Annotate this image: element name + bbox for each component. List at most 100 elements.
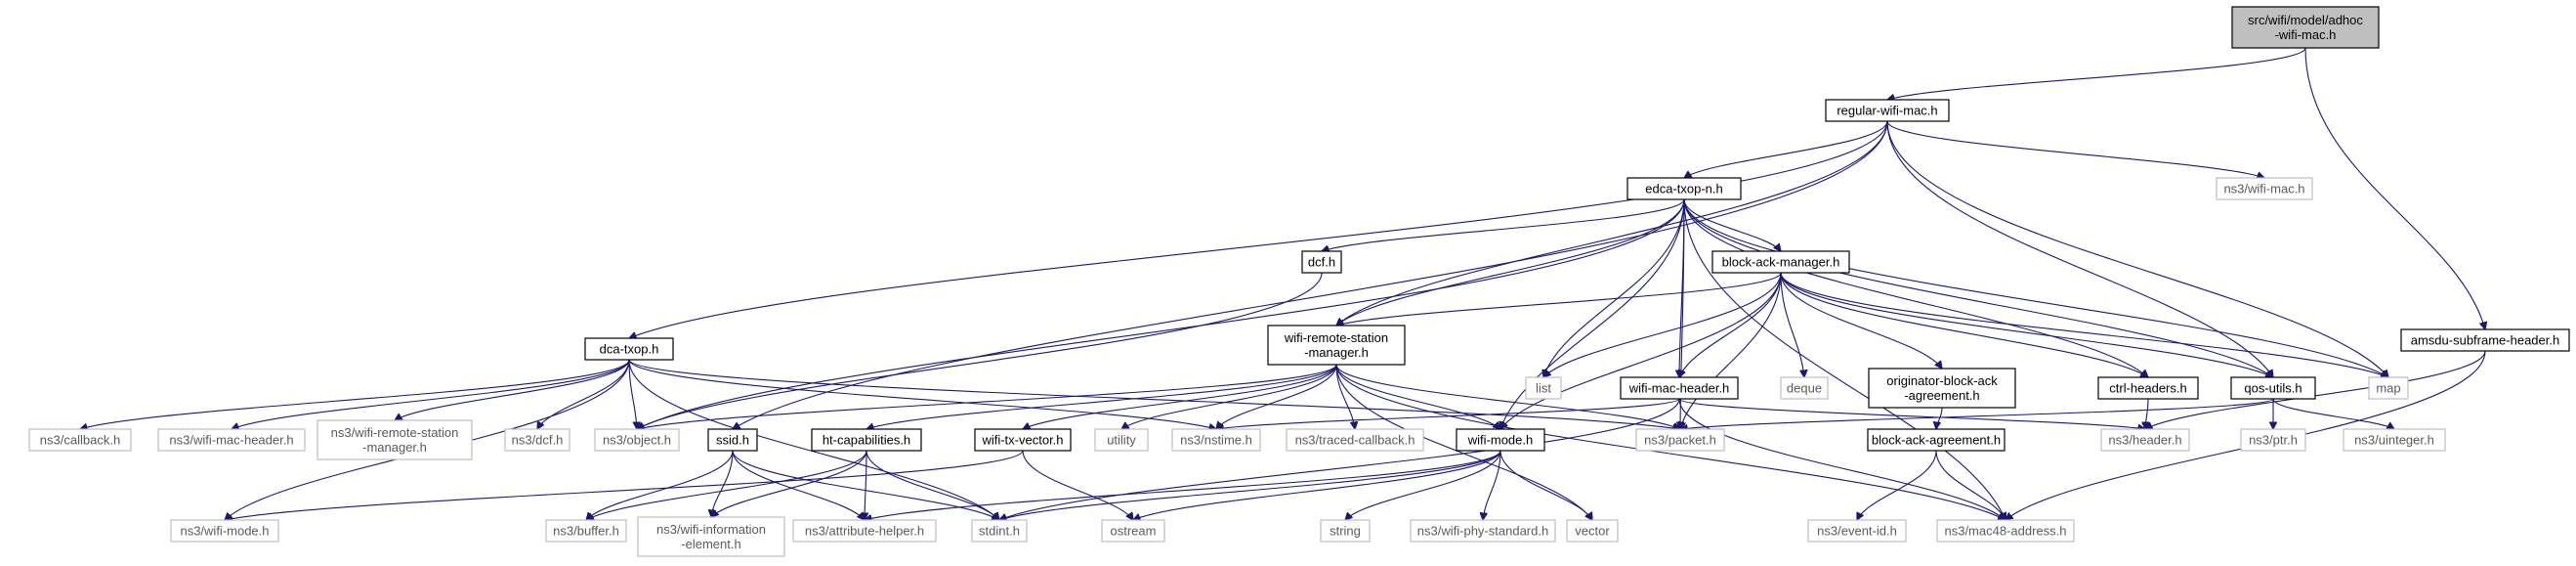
- node-qos[interactable]: qos-utils.h: [2230, 376, 2316, 400]
- node-list-label: list: [1536, 381, 1551, 396]
- node-baa-box[interactable]: [1867, 428, 2006, 452]
- edge-edca-to-map: [1683, 198, 2388, 377]
- edge-bam-to-wrsm: [1336, 272, 1782, 326]
- node-root-box[interactable]: [2231, 6, 2380, 49]
- node-nswrsm-label: ns3/wifi-remote-station-manager.h: [331, 425, 459, 455]
- edge-ctrl-to-nsheader: [2145, 398, 2148, 429]
- node-ssid-box[interactable]: [707, 428, 758, 452]
- node-nsptr: ns3/ptr.h: [2240, 428, 2306, 452]
- node-nsheader: ns3/header.h: [2100, 428, 2190, 452]
- edge-wrsm-to-nstraced: [1335, 364, 1355, 429]
- node-ctrl-box[interactable]: [2097, 376, 2199, 400]
- edge-wrsm-to-vector: [1335, 364, 1592, 520]
- node-nstraced: ns3/traced-callback.h: [1286, 428, 1424, 452]
- node-ctrl-label: ctrl-headers.h: [2109, 381, 2186, 396]
- edge-edca-to-wrsm: [1336, 198, 1685, 326]
- node-ssid[interactable]: ssid.h: [707, 428, 758, 452]
- node-wtv[interactable]: wifi-tx-vector.h: [974, 428, 1072, 452]
- node-nscallback-box: [28, 428, 132, 452]
- node-dca-box[interactable]: [584, 337, 674, 361]
- edge-dca-to-nswrsm: [395, 359, 630, 420]
- node-wrsm[interactable]: wifi-remote-station-manager.h: [1267, 325, 1406, 366]
- node-amsdu[interactable]: amsdu-subframe-header.h: [2400, 328, 2570, 352]
- node-bam[interactable]: block-ack-manager.h: [1711, 250, 1850, 274]
- node-wmh-box[interactable]: [1620, 376, 1739, 400]
- edge-htcap-to-nsbuffer: [586, 450, 867, 520]
- node-vector-box: [1566, 519, 1619, 543]
- edge-wtv-to-ostream: [1022, 450, 1133, 520]
- node-regular[interactable]: regular-wifi-mac.h: [1825, 99, 1950, 122]
- node-wmh-label: wifi-mac-header.h: [1628, 381, 1730, 396]
- node-wifimode-box[interactable]: [1456, 428, 1545, 452]
- edge-regular-to-qos: [1886, 120, 2273, 377]
- node-dcf[interactable]: dcf.h: [1301, 250, 1342, 274]
- edge-bam-to-list: [1543, 272, 1782, 377]
- edge-htcap-to-stdint: [866, 450, 999, 520]
- node-wmh[interactable]: wifi-mac-header.h: [1620, 376, 1739, 400]
- node-nsbuffer-box: [545, 519, 627, 543]
- node-nsphystd-box: [1410, 519, 1556, 543]
- node-nstraced-label: ns3/traced-callback.h: [1295, 433, 1415, 448]
- edge-edca-to-nsmac48: [1683, 198, 2006, 520]
- node-nseventid: ns3/event-id.h: [1807, 519, 1907, 543]
- node-nsbuffer: ns3/buffer.h: [545, 519, 627, 543]
- node-wrsm-box[interactable]: [1267, 325, 1406, 366]
- node-ctrl[interactable]: ctrl-headers.h: [2097, 376, 2199, 400]
- edge-dca-to-nswmh: [232, 359, 630, 429]
- node-oba[interactable]: originator-block-ack-agreement.h: [1868, 368, 2016, 409]
- node-dcf-box[interactable]: [1301, 250, 1342, 274]
- edge-root-to-regular: [1887, 47, 2306, 100]
- node-oba-box[interactable]: [1868, 368, 2016, 409]
- edge-wmh-to-nsheader: [1678, 398, 2145, 429]
- edge-bam-to-map: [1780, 272, 2388, 377]
- edge-oba-to-baa: [1936, 407, 1943, 429]
- node-list: list: [1525, 376, 1562, 400]
- node-wtv-box[interactable]: [974, 428, 1072, 452]
- node-bam-box[interactable]: [1711, 250, 1850, 274]
- node-wifimode-label: wifi-mode.h: [1467, 433, 1533, 448]
- node-nseventid-box: [1807, 519, 1907, 543]
- node-amsdu-label: amsdu-subframe-header.h: [2411, 333, 2559, 348]
- node-bam-label: block-ack-manager.h: [1722, 255, 1840, 270]
- node-map-box: [2368, 376, 2409, 400]
- edge-baa-to-nseventid: [1857, 450, 1937, 520]
- edge-edca-to-dcf: [1322, 198, 1685, 251]
- edge-dcf-to-nsobject: [637, 272, 1323, 429]
- node-stdint: stdint.h: [971, 519, 1028, 543]
- node-edca[interactable]: edca-txop-n.h: [1626, 177, 1742, 200]
- node-nswifimode-label: ns3/wifi-mode.h: [180, 524, 269, 539]
- node-nsbuffer-label: ns3/buffer.h: [553, 524, 619, 539]
- edge-wrsm-to-utility: [1121, 364, 1337, 429]
- node-nswie-label: ns3/wifi-information-element.h: [656, 522, 766, 551]
- edge-edca-to-list: [1543, 198, 1685, 377]
- node-wifimode[interactable]: wifi-mode.h: [1456, 428, 1545, 452]
- node-baa[interactable]: block-ack-agreement.h: [1867, 428, 2006, 452]
- node-nsmac48: ns3/mac48-address.h: [1936, 519, 2075, 543]
- node-nswie-box: [637, 516, 785, 557]
- node-amsdu-box[interactable]: [2400, 328, 2570, 352]
- edge-dca-to-nsobject: [628, 359, 637, 429]
- node-regular-box[interactable]: [1825, 99, 1950, 122]
- node-nsheader-label: ns3/header.h: [2108, 433, 2181, 448]
- node-qos-box[interactable]: [2230, 376, 2316, 400]
- node-deque: deque: [1780, 376, 1829, 400]
- node-nseventid-label: ns3/event-id.h: [1817, 524, 1897, 539]
- edge-qos-to-nspacket: [1680, 398, 2274, 429]
- node-deque-label: deque: [1787, 381, 1822, 396]
- node-nsnstime-label: ns3/nstime.h: [1180, 433, 1252, 448]
- edge-wifimode-to-ostream: [1133, 450, 1501, 520]
- edge-wifimode-to-nsattr: [865, 450, 1501, 520]
- node-vector-label: vector: [1575, 524, 1610, 539]
- node-dca[interactable]: dca-txop.h: [584, 337, 674, 361]
- node-nsmac48-box: [1936, 519, 2075, 543]
- node-htcap-box[interactable]: [811, 428, 922, 452]
- node-htcap[interactable]: ht-capabilities.h: [811, 428, 922, 452]
- node-nsattr-box: [792, 519, 937, 543]
- node-root[interactable]: src/wifi/model/adhoc-wifi-mac.h: [2231, 6, 2380, 49]
- node-ssid-label: ssid.h: [716, 433, 749, 448]
- node-edca-box[interactable]: [1626, 177, 1742, 200]
- node-nsattr-label: ns3/attribute-helper.h: [805, 524, 924, 539]
- node-nswifimac: ns3/wifi-mac.h: [2216, 177, 2313, 200]
- node-nswmh-label: ns3/wifi-mac-header.h: [169, 433, 293, 448]
- edge-wifimode-to-nsphystd: [1483, 450, 1501, 520]
